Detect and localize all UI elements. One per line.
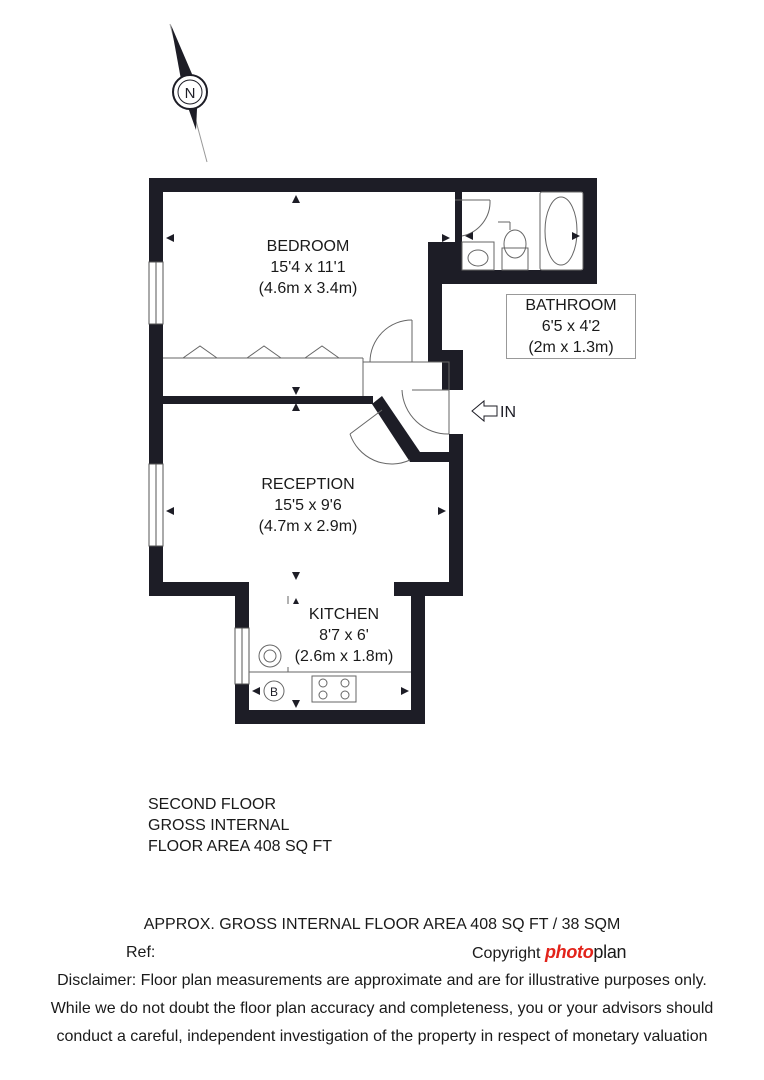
boiler-label: B <box>270 685 278 699</box>
kitchen-name: KITCHEN <box>308 606 380 623</box>
room-label-reception: RECEPTION 15'5 x 9'6 (4.7m x 2.9m) <box>228 474 388 537</box>
room-label-bathroom: BATHROOM 6'5 x 4'2 (2m x 1.3m) <box>506 294 636 359</box>
footer-copyright: Copyright photoplan <box>472 942 627 963</box>
floor-summary: SECOND FLOOR GROSS INTERNAL FLOOR AREA 4… <box>148 794 332 857</box>
bedroom-imperial: 15'4 x 11'1 <box>270 259 346 276</box>
bedroom-name: BEDROOM <box>266 238 350 255</box>
disclaimer-line1: Disclaimer: Floor plan measurements are … <box>57 972 707 989</box>
kitchen-imperial: 8'7 x 6' <box>319 627 369 644</box>
bathroom-metric: (2m x 1.3m) <box>528 339 614 356</box>
reception-imperial: 15'5 x 9'6 <box>274 497 342 514</box>
doors <box>349 199 491 465</box>
floor-summary-line3: FLOOR AREA 408 SQ FT <box>148 838 333 855</box>
compass-icon: N <box>169 23 208 163</box>
bathroom-fittings <box>461 191 584 271</box>
reception-name: RECEPTION <box>261 476 355 493</box>
footer-area: APPROX. GROSS INTERNAL FLOOR AREA 408 SQ… <box>143 916 621 933</box>
compass-north-label: N <box>185 85 196 102</box>
entrance-label: IN <box>500 404 516 421</box>
windows <box>148 261 250 685</box>
disclaimer-line3: conduct a careful, independent investiga… <box>56 1028 708 1045</box>
floor-summary-line1: SECOND FLOOR <box>148 796 277 813</box>
floor-summary-line2: GROSS INTERNAL <box>148 817 290 834</box>
dimension-arrows <box>166 195 580 708</box>
wardrobe <box>163 345 364 396</box>
room-label-bedroom: BEDROOM 15'4 x 11'1 (4.6m x 3.4m) <box>228 236 388 299</box>
reception-metric: (4.7m x 2.9m) <box>258 518 358 535</box>
room-label-kitchen: KITCHEN 8'7 x 6' (2.6m x 1.8m) <box>284 604 404 667</box>
disclaimer-line2: While we do not doubt the floor plan acc… <box>50 1000 714 1017</box>
footer-ref: Ref: <box>126 944 156 961</box>
photoplan-logo: photoplan <box>544 942 627 962</box>
bathroom-name: BATHROOM <box>525 297 617 314</box>
floor-plan: N <box>148 23 597 724</box>
brand-part2: plan <box>593 942 627 962</box>
bedroom-metric: (4.6m x 3.4m) <box>258 280 358 297</box>
entrance-arrow-icon <box>471 399 498 423</box>
brand-part1: photo <box>544 942 594 962</box>
walls <box>149 178 597 724</box>
kitchen-metric: (2.6m x 1.8m) <box>294 648 394 665</box>
bathroom-imperial: 6'5 x 4'2 <box>541 318 601 335</box>
copyright-text: Copyright <box>472 945 541 962</box>
